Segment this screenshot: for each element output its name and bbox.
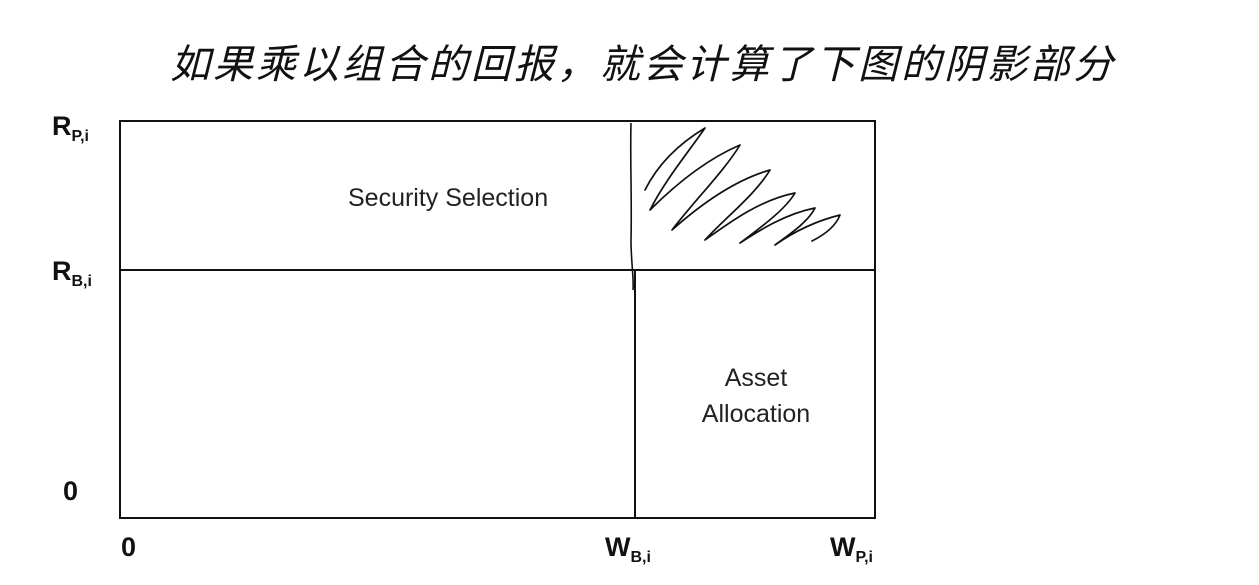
asset-allocation-line2: Allocation <box>701 400 811 428</box>
handdrawn-vertical-line <box>629 122 635 291</box>
y-label-portfolio-return: RP,i <box>52 111 89 145</box>
x-label-zero: 0 <box>121 532 137 562</box>
handwritten-note: 如果乘以组合的回报，就会计算了下图的阴影部分 <box>170 42 1116 88</box>
asset-allocation-label: Asset Allocation <box>676 360 836 432</box>
x-label-benchmark-weight: WB,i <box>605 532 651 566</box>
y-label-benchmark-return: RB,i <box>52 256 92 290</box>
diagram-frame <box>119 120 876 519</box>
x-label-portfolio-weight: WP,i <box>830 532 873 566</box>
security-selection-label: Security Selection <box>348 184 549 212</box>
shaded-area-scribble <box>644 127 841 246</box>
asset-allocation-line1: Asset <box>724 364 788 392</box>
y-label-zero: 0 <box>63 476 79 506</box>
